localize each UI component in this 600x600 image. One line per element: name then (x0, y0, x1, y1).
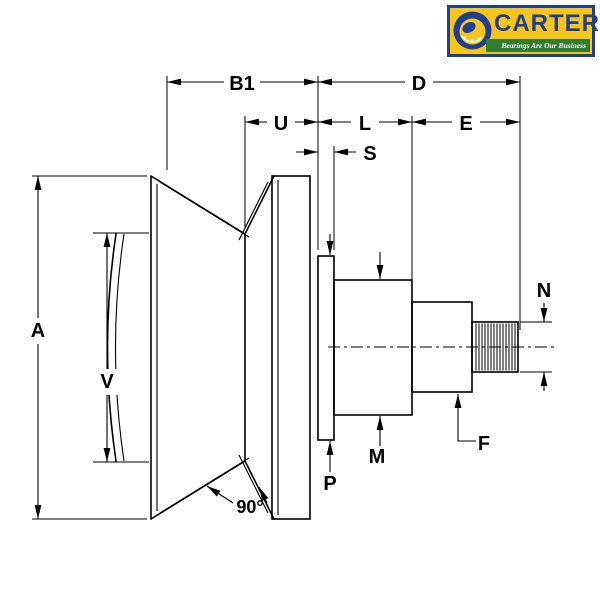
dim-label-u: U (274, 113, 288, 135)
hub-assembly (317, 255, 556, 441)
extension-lines (32, 76, 552, 520)
dimension-labels: B1 D U L E S A V N M P F 90° (31, 73, 551, 517)
dim-label-angle: 90° (236, 497, 263, 517)
dim-label-e: E (459, 113, 472, 135)
dimension-arrows (34, 78, 548, 519)
dim-label-v: V (100, 371, 114, 393)
dim-label-p: P (323, 473, 336, 495)
dim-label-m: M (369, 446, 386, 468)
spacer-washer (317, 255, 335, 441)
dim-label-b1: B1 (229, 73, 255, 95)
dim-label-f: F (478, 433, 490, 455)
carter-brand: CARTER (494, 10, 600, 37)
dim-label-s: S (363, 143, 376, 165)
dim-label-l: L (359, 113, 371, 135)
wheel-profile (106, 175, 311, 520)
carter-tagline-bar: Bearings Are Our Business (486, 39, 590, 52)
carter-bearing-icon (453, 11, 492, 50)
dim-label-n: N (537, 280, 551, 302)
label-backgrounds (24, 70, 480, 395)
dim-label-d: D (412, 73, 426, 95)
dim-label-a: A (31, 320, 45, 342)
carter-logo: CARTER Bearings Are Our Business (447, 5, 599, 57)
carter-tagline: Bearings Are Our Business (501, 41, 586, 50)
